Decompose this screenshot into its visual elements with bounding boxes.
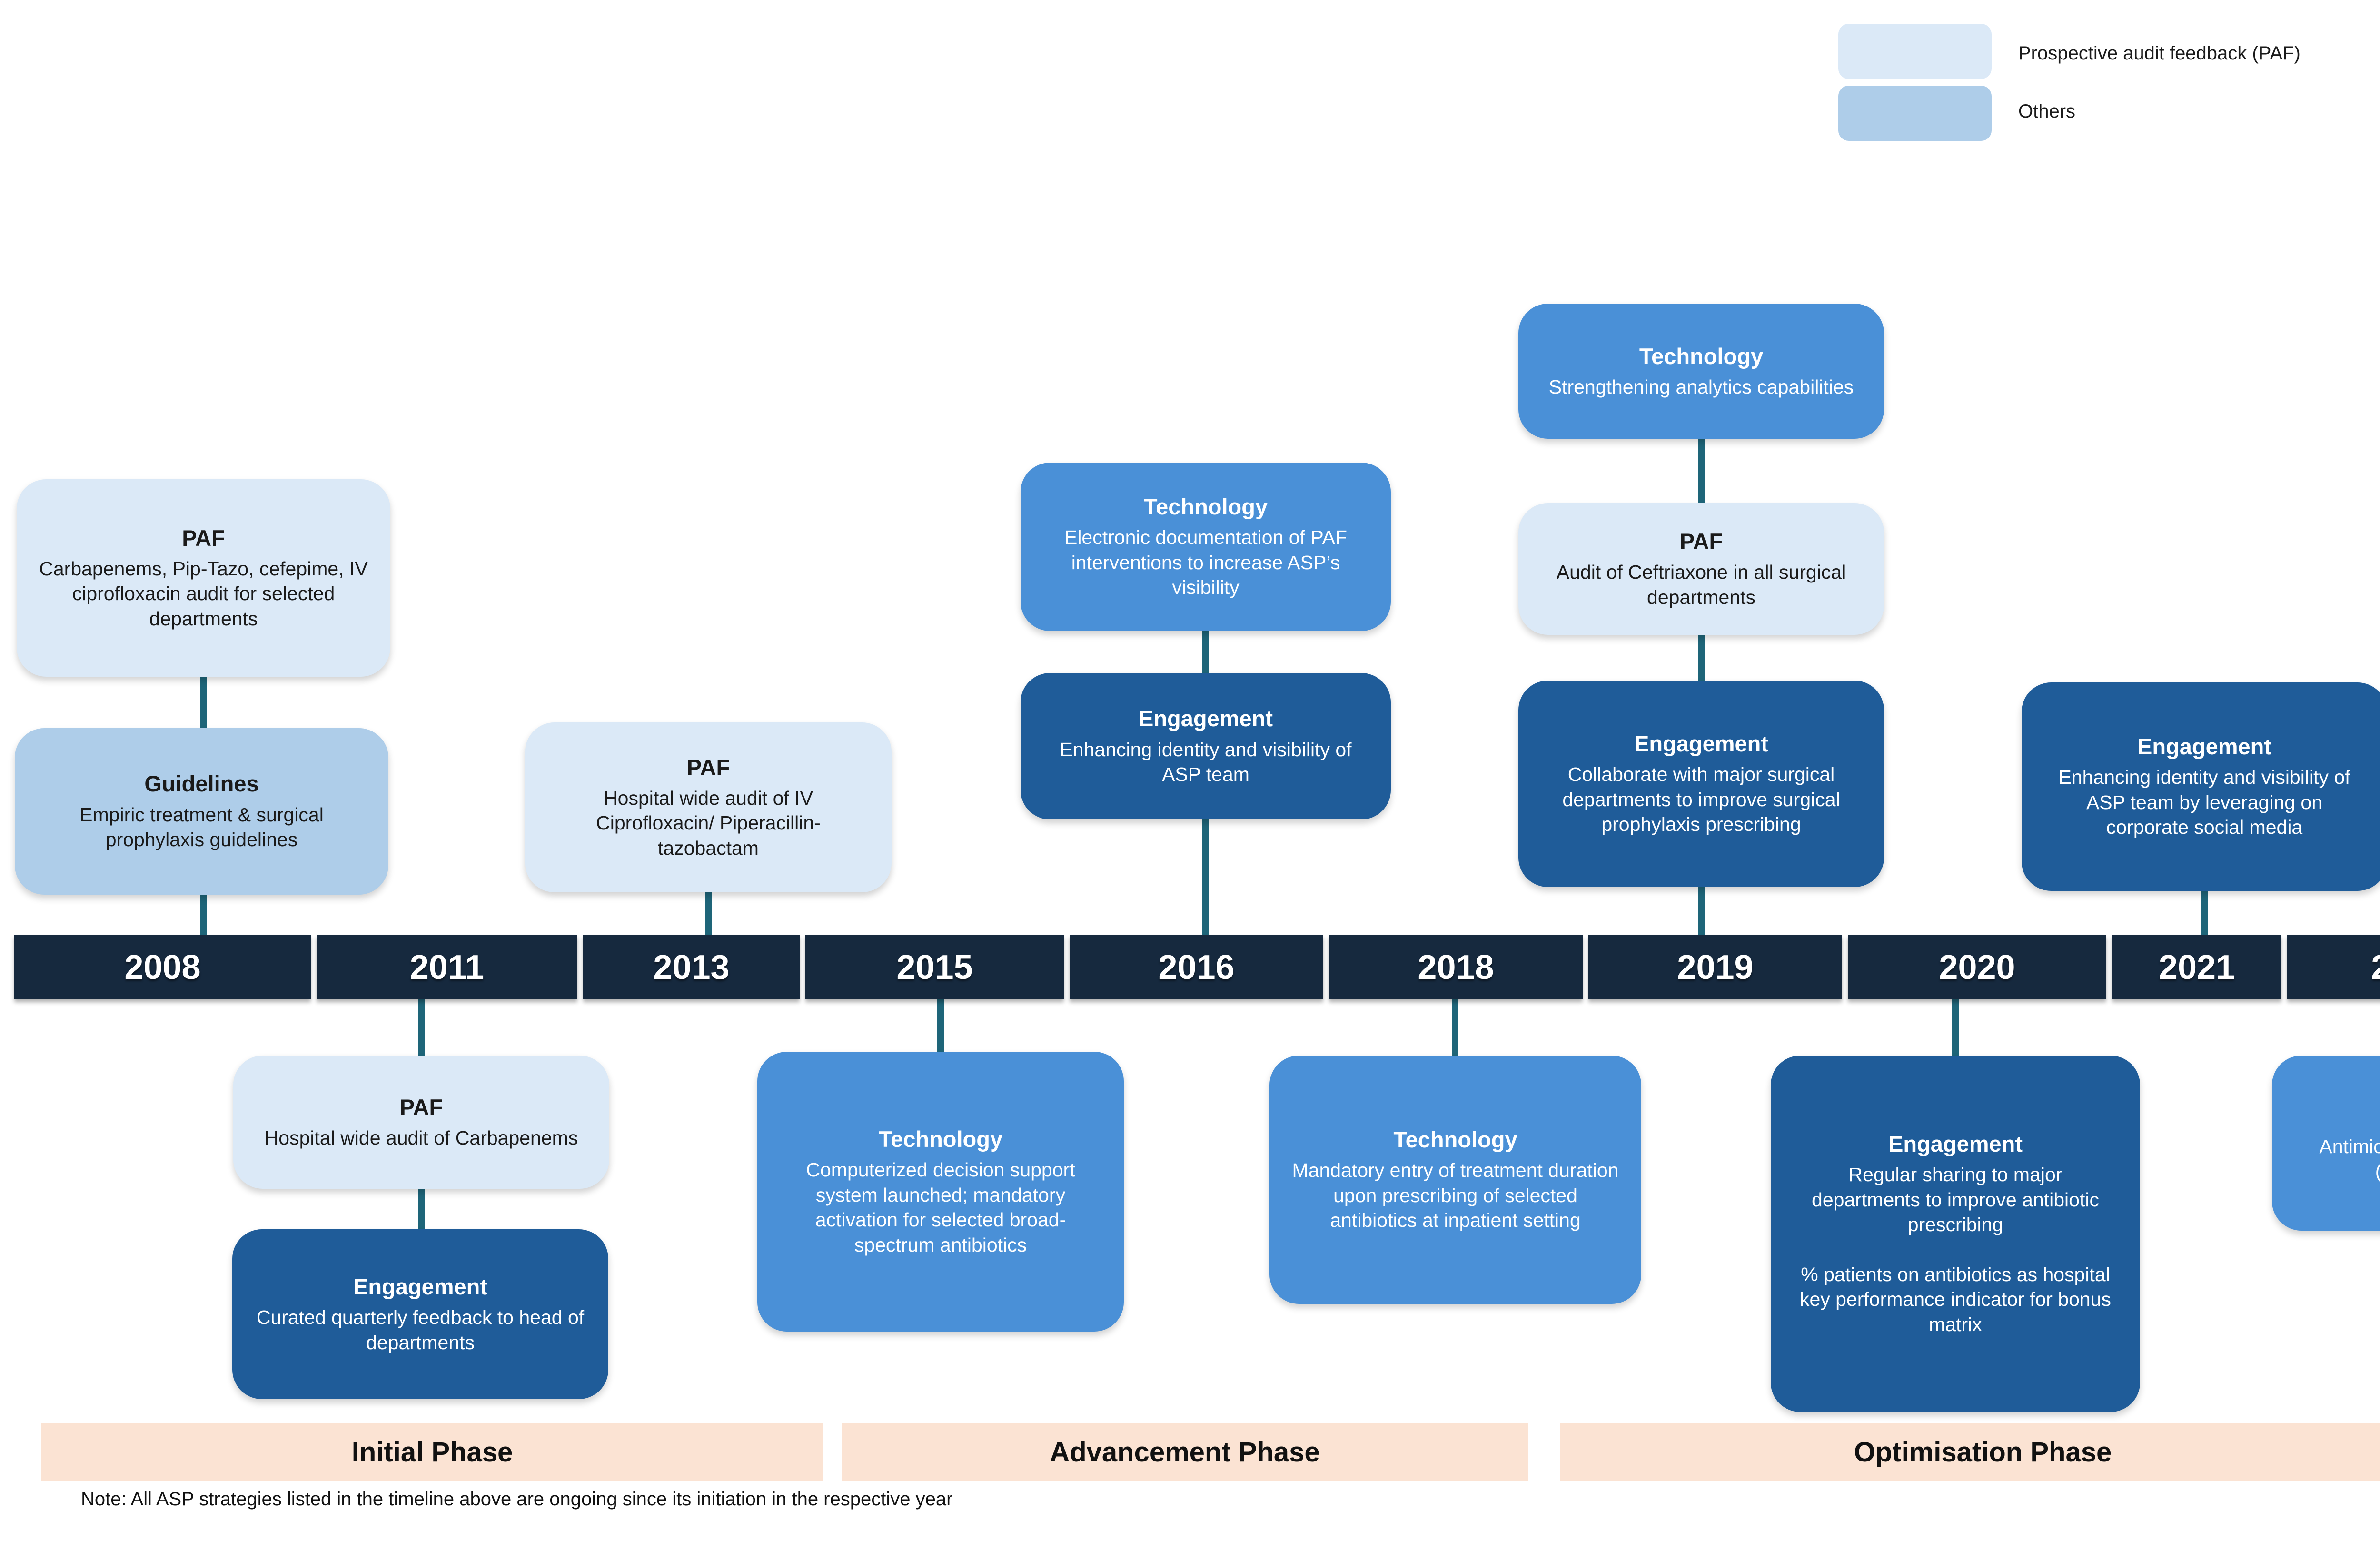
event-title: Technology	[1143, 494, 1268, 520]
year-label: 2018	[1418, 948, 1494, 987]
year-label: 2021	[2158, 948, 2235, 987]
connector-2019-b	[1698, 635, 1705, 681]
event-2008-guidelines: Guidelines Empiric treatment & surgical …	[15, 728, 388, 895]
event-title: Technology	[1639, 343, 1764, 369]
timeline-year-2016: 2016	[1070, 935, 1323, 999]
event-body: Carbapenems, Pip-Tazo, cefepime, IV cipr…	[39, 557, 368, 630]
year-label: 2015	[896, 948, 973, 987]
timeline-year-2013: 2013	[583, 935, 800, 999]
timeline-year-2021: 2021	[2112, 935, 2281, 999]
connector-2008-b	[200, 894, 207, 935]
year-label: 2011	[409, 948, 485, 987]
event-body: Collaborate with major surgical departme…	[1562, 763, 1840, 836]
event-2011-paf: PAF Hospital wide audit of Carbapenems	[233, 1056, 609, 1189]
phase-label: Optimisation Phase	[1854, 1436, 2112, 1468]
phase-label: Advancement Phase	[1050, 1436, 1320, 1468]
timeline-year-2018: 2018	[1329, 935, 1583, 999]
event-body: Antimicrobial mobile application (ABxSG)…	[2319, 1135, 2380, 1182]
phase-initial: Initial Phase	[41, 1423, 823, 1481]
event-2021-engagement: Engagement Enhancing identity and visibi…	[2022, 682, 2380, 891]
connector-2021	[2201, 891, 2208, 935]
event-2018-technology: Technology Mandatory entry of treatment …	[1269, 1056, 1641, 1304]
event-2015-technology: Technology Computerized decision support…	[757, 1052, 1124, 1332]
timeline-year-2015: 2015	[805, 935, 1064, 999]
event-body: Mandatory entry of treatment duration up…	[1292, 1159, 1619, 1232]
event-title: Guidelines	[144, 771, 259, 797]
connector-2008-a	[200, 677, 207, 728]
timeline-year-2019: 2019	[1588, 935, 1842, 999]
event-2023-technology: Technology Antimicrobial mobile applicat…	[2272, 1056, 2380, 1231]
event-2019-engagement: Engagement Collaborate with major surgic…	[1518, 681, 1884, 887]
event-body: Computerized decision support system lau…	[806, 1159, 1075, 1256]
event-title: PAF	[686, 754, 730, 780]
phase-label: Initial Phase	[351, 1436, 513, 1468]
event-2020-engagement: Engagement Regular sharing to major depa…	[1771, 1056, 2140, 1412]
timeline-year-2011: 2011	[317, 935, 577, 999]
legend-label-others: Others	[2018, 101, 2076, 122]
legend-swatch-paf	[1838, 24, 1992, 79]
year-label: 2023	[2371, 948, 2380, 987]
event-body: Hospital wide audit of IV Ciprofloxacin/…	[596, 787, 821, 859]
event-body: Curated quarterly feedback to head of de…	[256, 1306, 585, 1353]
year-label: 2016	[1158, 948, 1235, 987]
event-title: PAF	[1679, 528, 1723, 554]
connector-2011-a	[418, 999, 425, 1056]
event-2016-technology: Technology Electronic documentation of P…	[1021, 463, 1391, 631]
connector-2015	[937, 999, 944, 1052]
event-2016-engagement: Engagement Enhancing identity and visibi…	[1021, 673, 1391, 819]
connector-2011-b	[418, 1189, 425, 1229]
event-title: PAF	[399, 1094, 443, 1120]
event-title: Technology	[878, 1126, 1003, 1152]
event-body-2: % patients on antibiotics as hospital ke…	[1799, 1263, 2112, 1335]
legend-swatch-others	[1838, 86, 1992, 141]
connector-2019-c	[1698, 887, 1705, 935]
phase-advancement: Advancement Phase	[842, 1423, 1528, 1481]
phase-optimisation: Optimisation Phase	[1560, 1423, 2380, 1481]
connector-2019-a	[1698, 439, 1705, 503]
event-body: Enhancing identity and visibility of ASP…	[2058, 766, 2350, 839]
event-body: Enhancing identity and visibility of ASP…	[1060, 738, 1352, 786]
legend-label-paf: Prospective audit feedback (PAF)	[2018, 43, 2301, 64]
event-2011-engagement: Engagement Curated quarterly feedback to…	[232, 1229, 608, 1399]
event-body: Electronic documentation of PAF interven…	[1064, 526, 1348, 599]
event-2019-technology: Technology Strengthening analytics capab…	[1518, 304, 1884, 439]
connector-2016-a	[1202, 631, 1209, 673]
event-title: Technology	[1393, 1127, 1517, 1153]
event-2019-paf: PAF Audit of Ceftriaxone in all surgical…	[1518, 503, 1884, 635]
event-body: Regular sharing to major departments to …	[1812, 1164, 2099, 1236]
event-title: PAF	[182, 525, 225, 551]
footnote: Note: All ASP strategies listed in the t…	[81, 1489, 953, 1510]
year-label: 2020	[1939, 948, 2015, 987]
event-body: Empiric treatment & surgical prophylaxis…	[79, 803, 324, 851]
year-label: 2008	[124, 948, 201, 987]
timeline-year-2023: 2023	[2287, 935, 2380, 999]
event-title: Engagement	[1888, 1131, 2023, 1156]
connector-2016-b	[1202, 819, 1209, 935]
event-title: Engagement	[1634, 731, 1769, 757]
event-2013-paf: PAF Hospital wide audit of IV Ciprofloxa…	[525, 722, 892, 892]
event-title: Engagement	[2137, 734, 2272, 760]
connector-2013	[705, 892, 712, 935]
event-title: Technology	[2293, 1102, 2380, 1129]
year-label: 2013	[653, 948, 730, 987]
timeline-year-2020: 2020	[1848, 935, 2106, 999]
timeline-year-2008: 2008	[14, 935, 311, 999]
event-body: Audit of Ceftriaxone in all surgical dep…	[1556, 561, 1846, 608]
event-body: Hospital wide audit of Carbapenems	[264, 1126, 578, 1149]
event-title: Engagement	[1138, 706, 1273, 731]
event-2008-paf: PAF Carbapenems, Pip-Tazo, cefepime, IV …	[17, 479, 390, 677]
event-body: Strengthening analytics capabilities	[1548, 375, 1854, 398]
connector-2018	[1452, 999, 1458, 1056]
connector-2020	[1952, 999, 1959, 1056]
year-label: 2019	[1677, 948, 1754, 987]
event-title: Engagement	[353, 1274, 488, 1299]
